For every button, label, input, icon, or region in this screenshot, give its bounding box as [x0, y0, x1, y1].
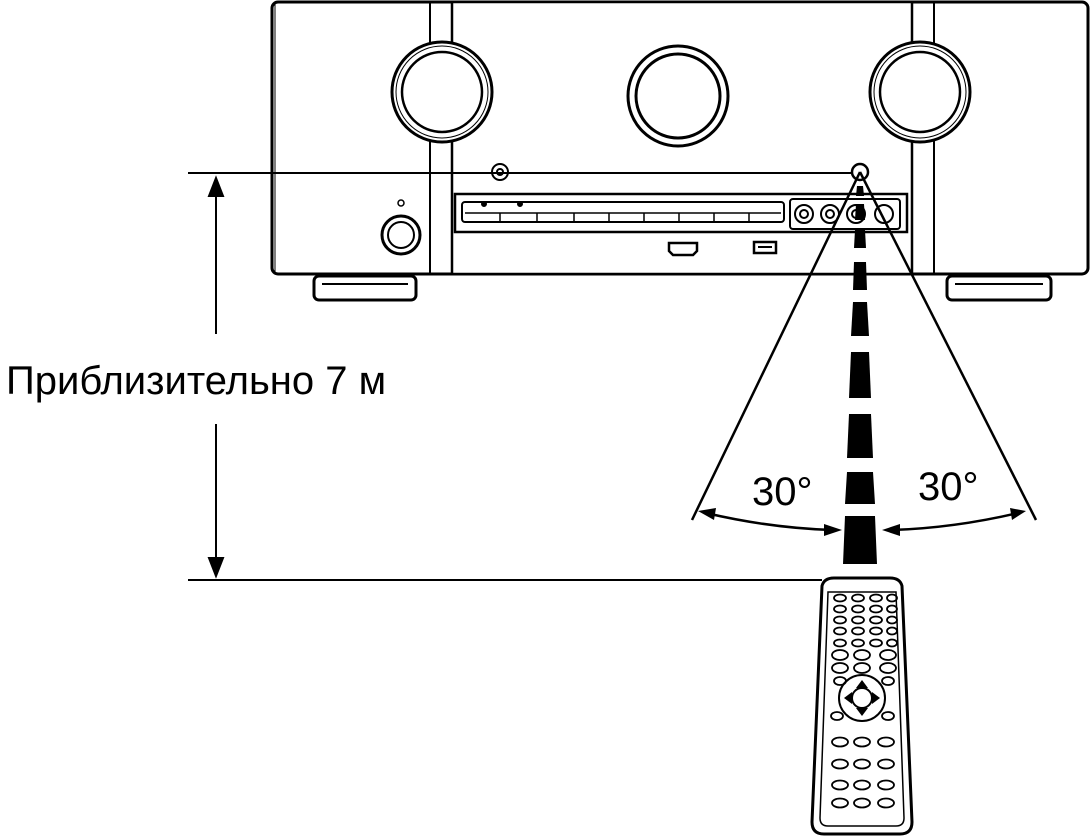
left-knob: [390, 40, 494, 144]
arrow-down-icon: [207, 557, 225, 579]
power-button: [380, 199, 422, 256]
angle-right-label: 30°: [918, 465, 979, 509]
receiver-feet: [312, 274, 1053, 302]
right-angle-arc: [891, 511, 1019, 532]
av-receiver: [270, 0, 1090, 302]
right-knob: [868, 40, 972, 144]
front-display-panel: [453, 192, 909, 234]
usb-port-icon: [752, 240, 778, 255]
angle-left-label: 30°: [752, 470, 813, 514]
arrow-up-icon: [207, 175, 225, 197]
distance-measure: [188, 172, 852, 581]
left-angle-arc: [705, 511, 833, 532]
angle-arcs: [698, 508, 1026, 536]
hdmi-port-icon: [667, 241, 699, 257]
ir-beam: [690, 171, 1038, 564]
distance-label: Приблизительно 7 м: [6, 359, 386, 403]
remote-control: [810, 576, 914, 836]
master-volume-knob: [626, 44, 730, 148]
